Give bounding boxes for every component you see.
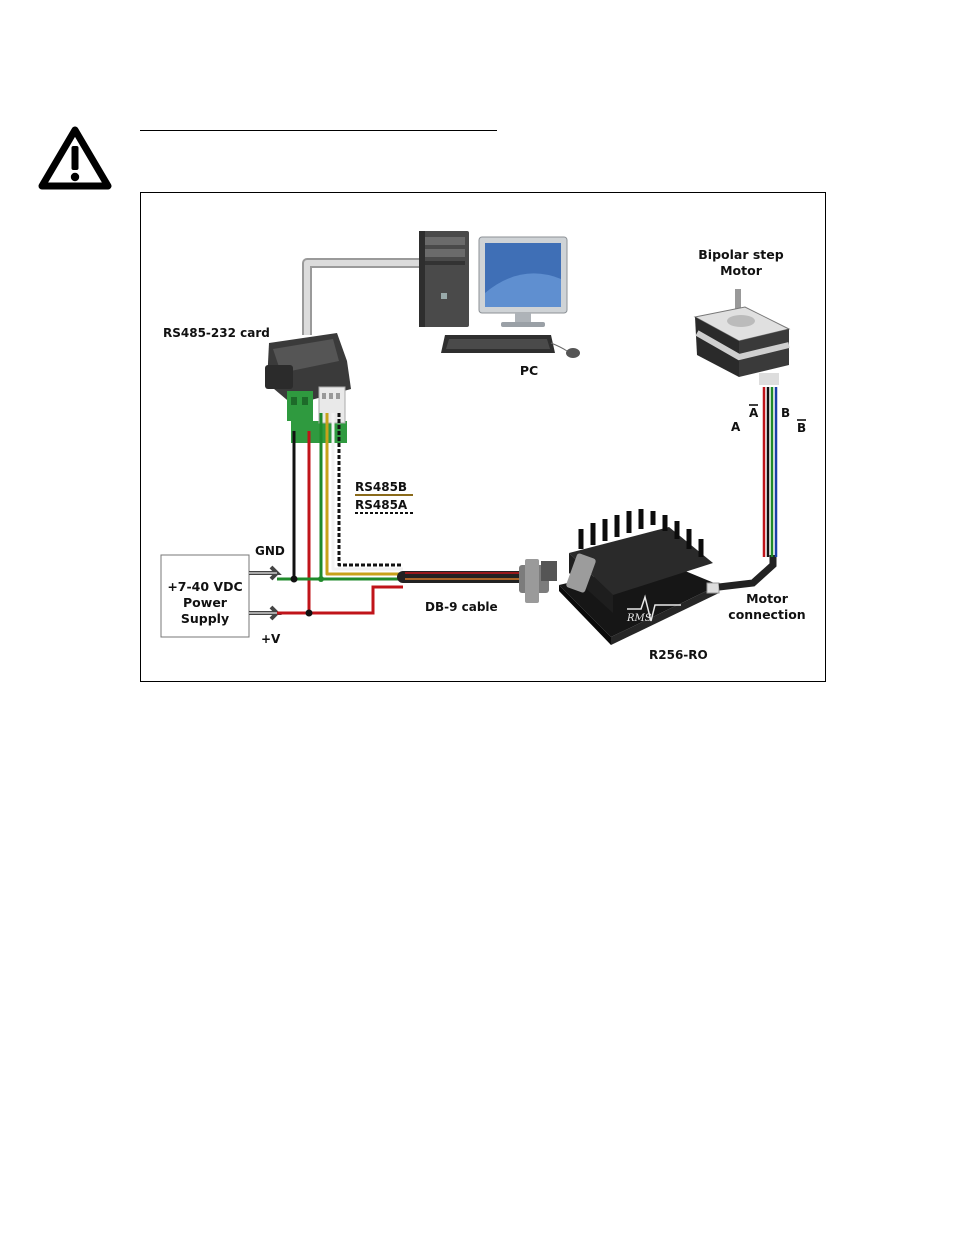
- wiring-diagram: PC RS485-232 card: [140, 192, 826, 682]
- motor-cable: [719, 387, 776, 587]
- pc-label: PC: [520, 363, 538, 378]
- power-supply: +7-40 VDC Power Supply: [161, 555, 249, 637]
- title-underline: [140, 130, 497, 131]
- gnd-label: GND: [255, 544, 285, 558]
- rs485-card-label: RS485-232 card: [163, 326, 270, 340]
- phase-a-label: A: [731, 420, 741, 434]
- phase-a-bar-label: A: [749, 406, 759, 420]
- pc-keyboard: [441, 335, 580, 358]
- rs485b-label: RS485B: [355, 480, 407, 494]
- stepper-motor: [695, 289, 789, 385]
- motor-label-line2: Motor: [720, 263, 763, 278]
- psu-line2: Power: [183, 595, 228, 610]
- motor-conn-line2: connection: [728, 607, 805, 622]
- pc-monitor: [479, 237, 567, 327]
- db9-label: DB-9 cable: [425, 600, 498, 614]
- phase-b-label: B: [781, 406, 790, 420]
- phase-b-bar-label: B: [797, 421, 806, 435]
- driver-brand: RMS: [626, 613, 652, 624]
- rs485-labels: RS485B RS485A: [355, 480, 413, 513]
- psu-line3: Supply: [181, 611, 229, 626]
- motor-conn-line1: Motor: [746, 591, 789, 606]
- psu-terminals: [249, 567, 277, 619]
- warning-triangle-icon: [38, 126, 112, 190]
- power-wires: [294, 431, 309, 615]
- motor-label-line1: Bipolar step: [698, 247, 783, 262]
- r256-driver: RMS: [559, 509, 719, 645]
- pc-tower: [419, 231, 469, 327]
- supply-lines: [277, 576, 403, 617]
- serial-cable: [307, 263, 419, 335]
- rs485a-label: RS485A: [355, 498, 408, 512]
- psu-line1: +7-40 VDC: [167, 579, 242, 594]
- driver-label: R256-RO: [649, 648, 708, 662]
- db9-cable: [403, 559, 557, 603]
- plus-v-label: +V: [261, 632, 281, 646]
